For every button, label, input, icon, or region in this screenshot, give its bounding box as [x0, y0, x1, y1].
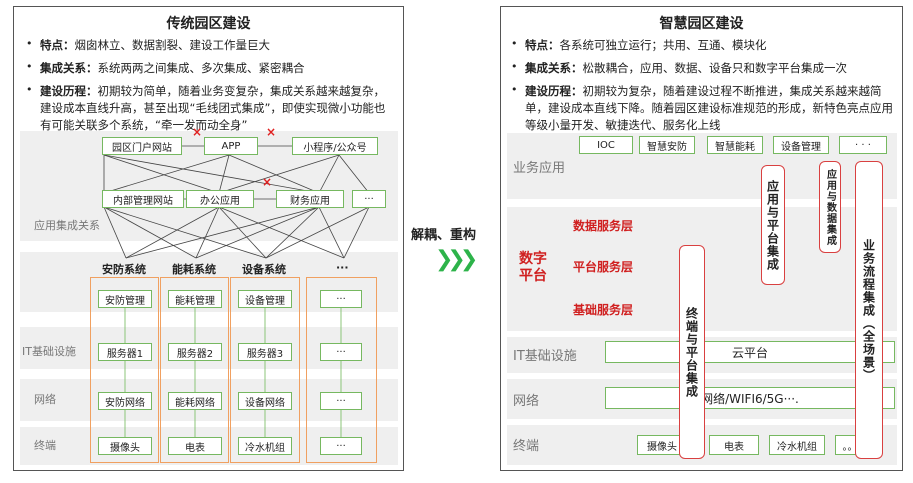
terminal-platform-integration: 终端与平台集成 — [679, 245, 705, 459]
traditional-bullet-2: 集成关系：系统两两之间集成、多次集成、紧密耦合 — [40, 60, 395, 77]
cut-mark: × — [266, 125, 277, 139]
smart-bullet-2: 集成关系：松散耦合，应用、数据、设备只和数字平台集成一次 — [525, 60, 895, 77]
security-column — [90, 277, 159, 463]
network-label: 网络 — [513, 394, 540, 409]
equipment-mgmt-box: 设备管理 — [773, 136, 829, 154]
bullet-key: 建设历程： — [525, 84, 583, 98]
it-infra-label: IT基础设施 — [513, 349, 577, 364]
energy-network-box: 能耗网络 — [168, 392, 222, 410]
base-service-layer: 基础服务层 — [573, 303, 634, 317]
traditional-bullet-1: 特点：烟囱林立、数据割裂、建设工作量巨大 — [40, 37, 395, 54]
bullet-dot: • — [511, 60, 518, 73]
more-system-label: ··· — [336, 261, 349, 274]
traditional-title: 传统园区建设 — [166, 16, 251, 32]
energy-system-label: 能耗系统 — [172, 263, 216, 276]
more-mgmt-box: ··· — [320, 290, 362, 308]
smart-bullet-1: 特点：各系统可独立运行；共用、互通、模块化 — [525, 37, 895, 54]
server-1-box: 服务器1 — [98, 343, 152, 361]
equipment-network-box: 设备网络 — [238, 392, 292, 410]
meter-box: 电表 — [709, 435, 759, 455]
chiller-box: 冷水机组 — [769, 435, 825, 455]
meter-box: 电表 — [168, 437, 222, 455]
traditional-bullet-3: 建设历程：初期较为简单，随着业务变复杂，集成关系越来越复杂，建设成本直线升高，甚… — [40, 83, 395, 134]
more-terminal-box: ··· — [320, 437, 362, 455]
platform-service-layer: 平台服务层 — [573, 260, 634, 274]
security-network-box: 安防网络 — [98, 392, 152, 410]
equipment-mgmt-box: 设备管理 — [238, 290, 292, 308]
transform-arrow-icon: ❯❯❯ — [435, 247, 478, 272]
app-platform-integration: 应用与平台集成 — [761, 165, 785, 285]
bullet-dot: • — [26, 37, 33, 50]
traditional-panel: 传统园区建设 • 特点：烟囱林立、数据割裂、建设工作量巨大 • 集成关系：系统两… — [13, 6, 404, 471]
bullet-key: 特点： — [40, 38, 75, 52]
bullet-text: 烟囱林立、数据割裂、建设工作量巨大 — [74, 38, 271, 52]
more-column — [306, 277, 377, 463]
bullet-key: 集成关系： — [525, 61, 583, 75]
bullet-dot: • — [26, 60, 33, 73]
equipment-column — [230, 277, 300, 463]
more-network-box: ··· — [320, 392, 362, 410]
more-server-box: ··· — [320, 343, 362, 361]
ioc-box: IOC — [579, 136, 633, 154]
cut-mark: × — [262, 175, 273, 189]
network-label: 网络 — [34, 393, 56, 406]
server-2-box: 服务器2 — [168, 343, 222, 361]
digital-platform-label: 数字平台 — [519, 251, 547, 284]
more-app-box: ··· — [352, 190, 386, 208]
bullet-text: 初期较为简单，随着业务变复杂，集成关系越来越复杂，建设成本直线升高，甚至出现“毛… — [40, 84, 386, 132]
smart-bullet-3: 建设历程：初期较为复杂，随着建设过程不断推进，集成关系越来越简单，建设成本直线下… — [525, 83, 895, 134]
bullet-key: 特点： — [525, 38, 560, 52]
bullet-key: 集成关系： — [40, 61, 98, 75]
office-app-box: 办公应用 — [186, 190, 254, 208]
bullet-dot: • — [26, 83, 33, 96]
camera-box: 摄像头 — [637, 435, 687, 455]
bullet-text: 松散耦合，应用、数据、设备只和数字平台集成一次 — [582, 61, 848, 75]
decouple-label: 解耦、重构 — [411, 228, 477, 243]
smart-energy-box: 智慧能耗 — [707, 136, 763, 154]
security-mgmt-box: 安防管理 — [98, 290, 152, 308]
more-app-box: · · · — [839, 136, 887, 154]
app-box: APP — [204, 137, 258, 155]
equipment-system-label: 设备系统 — [242, 263, 286, 276]
finance-app-box: 财务应用 — [276, 190, 344, 208]
it-infra-label: IT基础设施 — [22, 345, 76, 358]
terminal-label: 终端 — [34, 439, 56, 452]
smart-panel: 智慧园区建设 • 特点：各系统可独立运行；共用、互通、模块化 • 集成关系：松散… — [500, 6, 903, 471]
portal-website-box: 园区门户网站 — [102, 137, 182, 155]
cut-mark: × — [192, 125, 203, 139]
smart-title: 智慧园区建设 — [659, 16, 744, 32]
bullet-dot: • — [511, 37, 518, 50]
app-data-integration: 应用与数据集成 — [819, 161, 841, 253]
security-system-label: 安防系统 — [102, 263, 146, 276]
bullet-text: 系统两两之间集成、多次集成、紧密耦合 — [97, 61, 305, 75]
server-3-box: 服务器3 — [238, 343, 292, 361]
bullet-key: 建设历程： — [40, 84, 98, 98]
data-service-layer: 数据服务层 — [573, 219, 634, 233]
terminal-label: 终端 — [513, 439, 540, 454]
bullet-text: 初期较为复杂，随着建设过程不断推进，集成关系越来越简单，建设成本直线下降。随着园… — [525, 84, 893, 132]
bullet-dot: • — [511, 83, 518, 96]
app-integration-label: 应用集成关系 — [34, 219, 100, 232]
smart-security-box: 智慧安防 — [639, 136, 695, 154]
energy-mgmt-box: 能耗管理 — [168, 290, 222, 308]
process-integration: 业务流程集成（全场景） — [855, 161, 883, 459]
business-app-label: 业务应用 — [513, 161, 566, 176]
miniprogram-box: 小程序/公众号 — [292, 137, 378, 155]
camera-box: 摄像头 — [98, 437, 152, 455]
bullet-text: 各系统可独立运行；共用、互通、模块化 — [559, 38, 767, 52]
cloud-platform-box: 云平台 — [605, 341, 895, 363]
internal-mgmt-box: 内部管理网站 — [102, 190, 184, 208]
chiller-box: 冷水机组 — [238, 437, 292, 455]
energy-column — [160, 277, 229, 463]
network-box: 网络/WIFI6/5G···. — [605, 387, 895, 409]
